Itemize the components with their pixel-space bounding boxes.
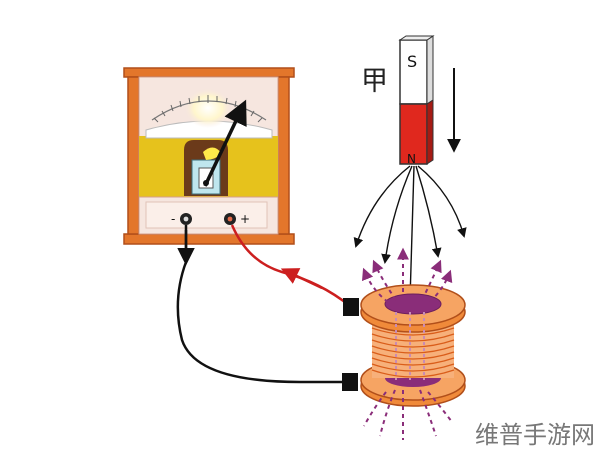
needle-arrow-icon bbox=[203, 99, 247, 187]
magnet-north-side bbox=[426, 99, 434, 165]
terminal-minus bbox=[180, 213, 192, 225]
coil-connector-bottom bbox=[342, 373, 358, 391]
wire-black bbox=[176, 225, 350, 384]
meter-needle-pivot bbox=[203, 180, 209, 186]
coil-connector-top bbox=[343, 298, 359, 316]
watermark-text: 维普手游网 bbox=[475, 421, 595, 449]
meter-top-cap bbox=[123, 67, 295, 78]
terminal-plus-label: + bbox=[240, 212, 250, 226]
magnet-south-label: S bbox=[407, 52, 417, 71]
meter-glow bbox=[184, 88, 232, 128]
induced-field-lines bbox=[361, 247, 453, 440]
magnet-field-lines bbox=[353, 165, 467, 302]
coil-winding-lines bbox=[371, 321, 455, 378]
magnet-south-half bbox=[399, 39, 428, 105]
coil bbox=[342, 284, 466, 407]
arrow-left-icon bbox=[280, 268, 323, 290]
meter-terminal-inset bbox=[145, 201, 268, 229]
bar-magnet: S N bbox=[398, 35, 435, 166]
coil-core-hole bbox=[384, 293, 442, 315]
induced-field-dots bbox=[395, 312, 425, 380]
meter-left-post bbox=[127, 76, 140, 235]
magnet-name-label: 甲 bbox=[361, 66, 388, 97]
magnet-top-face bbox=[398, 35, 435, 41]
terminal-minus-label: - bbox=[171, 212, 175, 226]
meter-right-post bbox=[277, 76, 290, 235]
magnet-south-side bbox=[426, 35, 434, 105]
magnet-north-label: N bbox=[407, 152, 416, 166]
galvanometer: - + bbox=[123, 67, 295, 245]
magnet-north-half bbox=[399, 103, 428, 165]
meter-bottom-cap bbox=[123, 233, 295, 245]
terminal-plus bbox=[224, 213, 236, 225]
